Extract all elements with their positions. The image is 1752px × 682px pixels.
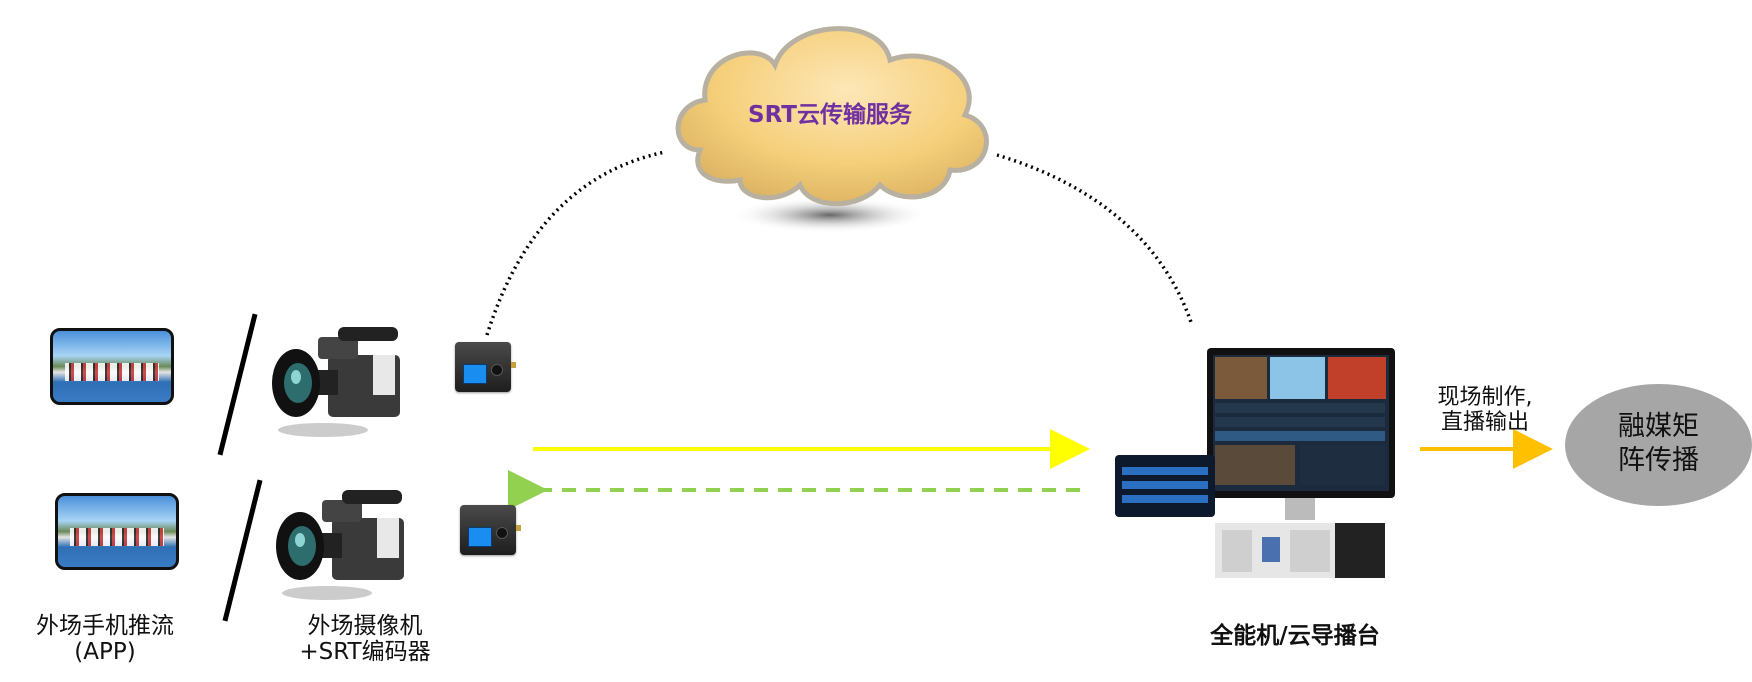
camera-source-label: 外场摄像机 +SRT编码器 [280,613,450,666]
phone-label-line2: (APP) [74,639,136,666]
smartphone-icon [55,493,179,570]
cloud-label: SRT云传输服务 [748,102,912,128]
camera-label-line1: 外场摄像机 [307,613,423,639]
video-camera-icon [272,327,400,437]
camera-label-line2: +SRT编码器 [299,639,431,666]
cloud-shape [675,26,989,207]
cloud-link-left [485,150,666,336]
media-matrix-node [1565,384,1752,506]
srt-encoder-icon [455,342,516,392]
media-matrix-label-line1: 融媒矩 [1618,411,1699,442]
srt-encoder-icon [460,505,521,555]
video-camera-icon [276,490,404,600]
studio-label: 全能机/云导播台 [1210,623,1380,649]
phone-label-line1: 外场手机推流 [36,613,174,639]
phone-source-label: 外场手机推流 (APP) [15,613,195,666]
cloud-link-right [996,153,1194,326]
output-label-line1: 现场制作, [1437,385,1533,410]
output-label: 现场制作, 直播输出 [1415,385,1555,436]
broadcast-console-icon [1115,348,1395,578]
media-matrix-label: 融媒矩 阵传播 [1565,410,1752,478]
media-matrix-label-line2: 阵传播 [1618,444,1699,476]
cloud-shadow [730,197,930,233]
output-label-line2: 直播输出 [1440,410,1529,436]
smartphone-icon [50,328,174,405]
